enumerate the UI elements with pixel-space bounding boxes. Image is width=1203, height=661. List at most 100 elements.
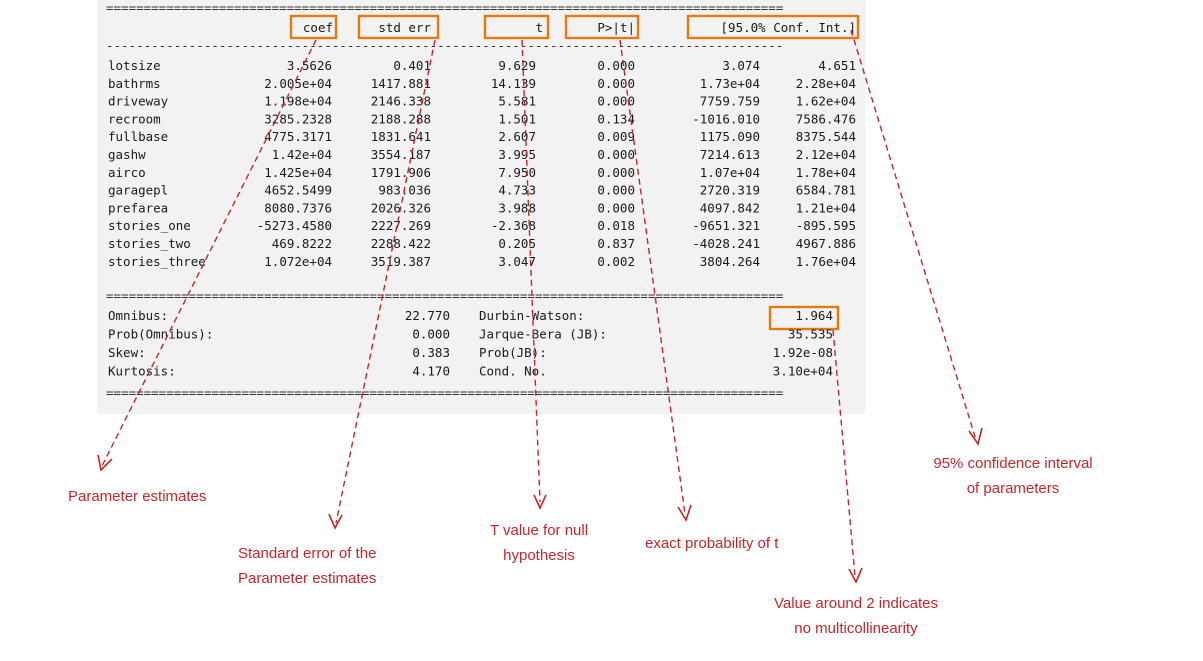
p-value: 0.018 (597, 218, 635, 233)
stat-value: 22.770 (405, 308, 450, 323)
coef-value: 1.425e+04 (264, 165, 332, 180)
p-value: 0.000 (597, 58, 635, 73)
std-err-value: 2188.288 (371, 111, 431, 126)
ci-upper: 1.62e+04 (796, 94, 856, 109)
ci-lower: 1175.090 (700, 129, 760, 144)
t-value: 5.581 (498, 94, 536, 109)
label-durbin-watson-line2: no multicollinearity (794, 620, 918, 637)
stat-value: 3.10e+04 (773, 364, 833, 379)
arrowhead-coef (97, 454, 113, 472)
row-label: lotsize (108, 58, 161, 73)
highlight-std-err (357, 14, 440, 40)
p-value: 0.000 (597, 200, 635, 215)
rule-middle: ========================================… (106, 288, 783, 303)
p-value: 0.002 (597, 254, 635, 269)
table-row: gashw 1.42e+04 3554.187 3.995 0.000 7214.613 2… (108, 147, 856, 162)
row-label: driveway (108, 94, 169, 109)
label-exact-probability: exact probability of t (645, 535, 779, 552)
header-highlights (289, 14, 860, 331)
row-label: stories_two (108, 236, 191, 251)
stat-label: Kurtosis: (108, 364, 176, 379)
highlight-coef (289, 14, 338, 40)
ci-lower: -4028.241 (692, 236, 760, 251)
ci-upper: 2.28e+04 (796, 76, 856, 91)
stat-value: 0.000 (412, 327, 450, 342)
t-value: 1.501 (498, 111, 536, 126)
row-label: gashw (108, 147, 146, 162)
ci-upper: -895.595 (796, 218, 856, 233)
label-confidence-interval-line1: 95% confidence interval (933, 455, 1092, 472)
coef-value: 2.005e+04 (264, 76, 332, 91)
coef-value: 1.42e+04 (272, 147, 332, 162)
t-value: 14.139 (491, 76, 536, 91)
p-value: 0.000 (597, 165, 635, 180)
highlight-durbin-watson (768, 305, 840, 331)
p-value: 0.134 (597, 111, 635, 126)
header-conf-int: [95.0% Conf. Int.] (721, 20, 856, 35)
stat-label: Skew: (108, 345, 146, 360)
ci-lower: -1016.010 (692, 111, 760, 126)
stat-label: Cond. No. (479, 364, 547, 379)
label-std-error-line1: Standard error of the (238, 545, 376, 562)
p-value: 0.000 (597, 183, 635, 198)
stat-value: 1.964 (795, 308, 833, 323)
arrowhead-durbin-watson (848, 567, 863, 584)
arrow-t (521, 39, 541, 503)
ci-upper: 4967.886 (796, 236, 856, 251)
arrow-conf-int (850, 29, 977, 441)
std-err-value: 3554.187 (371, 147, 431, 162)
ci-upper: 2.12e+04 (796, 147, 856, 162)
std-err-value: 3519.387 (371, 254, 431, 269)
arrowhead-conf-int (968, 427, 983, 446)
ci-lower: 1.07e+04 (700, 165, 760, 180)
t-value: 2.607 (498, 129, 536, 144)
ci-lower: -9651.321 (692, 218, 760, 233)
column-headers: coef std err t P>|t| [95.0% Conf. Int.] (303, 20, 856, 35)
ci-upper: 4.651 (818, 58, 856, 73)
coef-value: 1.072e+04 (264, 254, 332, 269)
label-parameter-estimates: Parameter estimates (68, 488, 206, 505)
coef-value: 4652.5499 (264, 183, 332, 198)
rule-header-divider: ----------------------------------------… (106, 38, 783, 53)
arrowhead-p-value (677, 504, 692, 522)
coef-value: 3.5626 (287, 58, 332, 73)
annotation-arrows (97, 29, 983, 584)
arrow-p-value (619, 39, 686, 515)
stat-label: Jarque-Bera (JB): (479, 327, 607, 342)
arrow-std-err (335, 39, 436, 524)
p-value: 0.000 (597, 147, 635, 162)
stat-label: Prob(Omnibus): (108, 327, 213, 342)
ci-lower: 3804.264 (700, 254, 760, 269)
ci-upper: 8375.544 (796, 129, 856, 144)
ci-upper: 1.76e+04 (796, 254, 856, 269)
coef-value: 3285.2328 (264, 111, 332, 126)
t-value: 4.733 (498, 183, 536, 198)
stat-label: Omnibus: (108, 308, 168, 323)
header-t: t (535, 20, 543, 35)
highlight-conf-int (686, 14, 860, 40)
highlight-t (483, 14, 550, 40)
coef-value: 469.8222 (272, 236, 332, 251)
coef-value: 4775.3171 (264, 129, 332, 144)
std-err-value: 1791.906 (371, 165, 431, 180)
ci-upper: 6584.781 (796, 183, 856, 198)
p-value: 0.837 (597, 236, 635, 251)
std-err-value: 0.401 (393, 58, 431, 73)
p-value: 0.000 (597, 76, 635, 91)
stat-value: 0.383 (412, 345, 450, 360)
t-value: 3.995 (498, 147, 536, 162)
rule-top: ========================================… (106, 0, 783, 15)
coef-value: -5273.4580 (257, 218, 332, 233)
ci-lower: 7214.613 (700, 147, 760, 162)
ci-lower: 4097.842 (700, 200, 760, 215)
label-t-value-line1: T value for null (490, 522, 588, 539)
